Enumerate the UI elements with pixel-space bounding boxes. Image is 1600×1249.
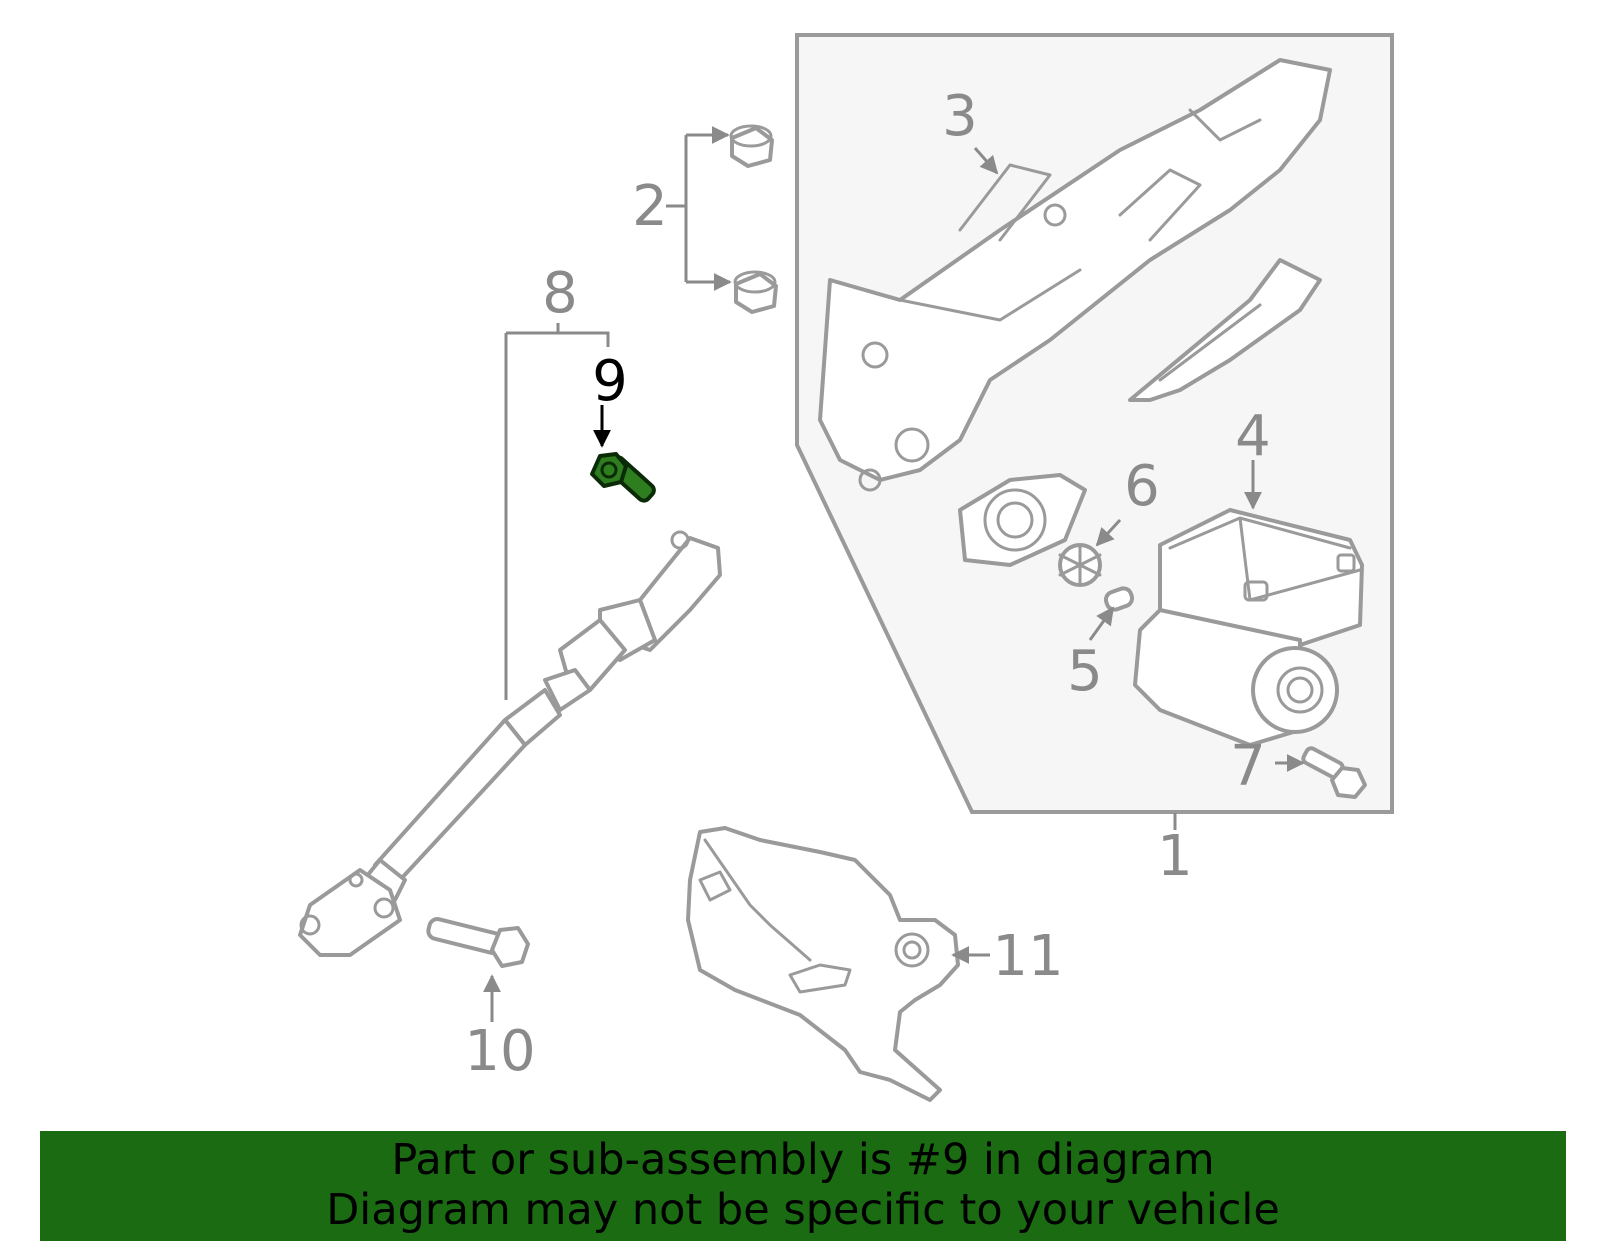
pin-part-5 xyxy=(1103,586,1135,612)
callout-2: 2 xyxy=(632,174,668,239)
bolt-part-10 xyxy=(426,917,530,968)
gear-part-6 xyxy=(1058,543,1102,587)
callout-5: 5 xyxy=(1067,639,1103,704)
info-banner: Part or sub-assembly is #9 in diagram Di… xyxy=(40,1131,1566,1241)
callout-6: 6 xyxy=(1124,454,1160,519)
callout-3: 3 xyxy=(942,84,978,149)
banner-line-part-number: Part or sub-assembly is #9 in diagram xyxy=(391,1135,1215,1185)
leader-lines xyxy=(483,126,1305,1022)
cover-part-11 xyxy=(686,826,960,1102)
bolt-part-9-highlighted xyxy=(590,452,656,503)
callout-8: 8 xyxy=(542,261,578,326)
nut-upper-part-2 xyxy=(729,124,774,168)
bolt-part-7 xyxy=(1301,746,1367,799)
callout-9: 9 xyxy=(592,349,628,414)
callout-7: 7 xyxy=(1230,734,1266,799)
motor-part-4 xyxy=(1133,508,1364,747)
nut-lower-part-2 xyxy=(733,270,778,314)
callout-1: 1 xyxy=(1157,824,1193,889)
intermediate-shaft-part-8 xyxy=(298,530,722,957)
callout-4: 4 xyxy=(1235,404,1271,469)
callout-11: 11 xyxy=(992,924,1063,989)
banner-line-disclaimer: Diagram may not be specific to your vehi… xyxy=(326,1185,1280,1235)
callout-10: 10 xyxy=(464,1019,535,1084)
steering-column-part-3 xyxy=(818,58,1332,567)
